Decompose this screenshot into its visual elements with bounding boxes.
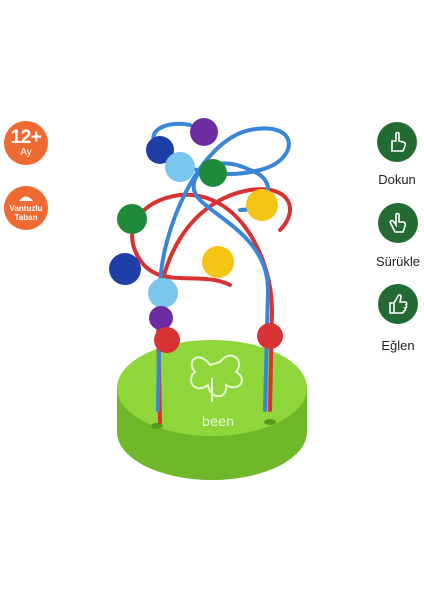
suction-cup-icon [19,196,33,201]
toy-base [117,340,307,480]
drag-action-icon [378,203,418,243]
age-value: 12+ [10,126,42,148]
touch-hand-icon [391,131,407,152]
fun-action-icon [378,284,418,324]
thumbs-up-icon [389,294,408,314]
suction-base-line2: Taban [14,213,38,222]
suction-base-badge: Vantuzlu Taban [4,186,48,230]
touch-action-icon [377,122,417,162]
drag-label: Sürükle [375,254,421,269]
fun-label: Eğlen [381,338,415,353]
toy-beads [109,118,283,353]
touch-label: Dokun [378,172,416,187]
drag-hand-icon [389,212,407,233]
been-logo-mark [189,354,243,402]
suction-base-line1: Vantuzlu [9,204,43,213]
age-unit: Ay [20,146,32,158]
brand-label: been [202,415,235,430]
age-badge: 12+ Ay [4,121,48,165]
bead-maze-toy-image: been [109,118,307,480]
